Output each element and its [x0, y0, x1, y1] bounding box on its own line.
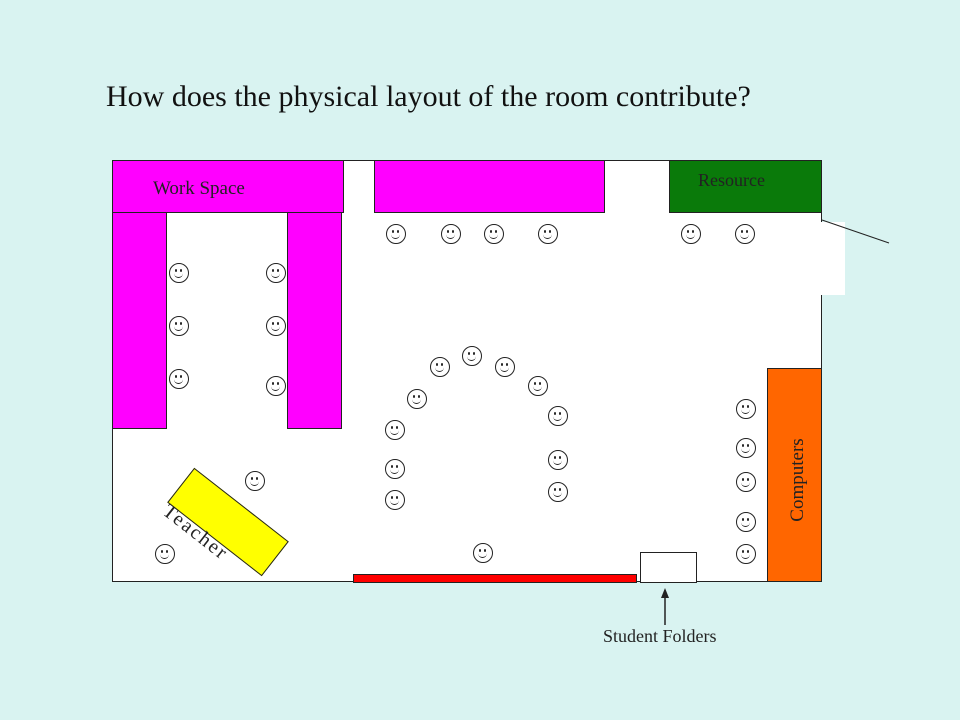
- smiley-face-icon: [548, 450, 568, 470]
- smiley-face-icon: [548, 406, 568, 426]
- smiley-face-icon: [407, 389, 427, 409]
- smiley-face-icon: [495, 357, 515, 377]
- door-opening: [821, 222, 845, 295]
- smiley-face-icon: [441, 224, 461, 244]
- smiley-face-icon: [473, 543, 493, 563]
- smiley-face-icon: [169, 369, 189, 389]
- computers-label: Computers: [787, 438, 808, 522]
- smiley-face-icon: [548, 482, 568, 502]
- computers-area: [767, 368, 822, 582]
- smiley-face-icon: [430, 357, 450, 377]
- smiley-face-icon: [245, 471, 265, 491]
- work-space-right-leg: [287, 212, 342, 429]
- smiley-face-icon: [169, 316, 189, 336]
- smiley-face-icon: [169, 263, 189, 283]
- red-table: [353, 574, 637, 583]
- smiley-face-icon: [385, 459, 405, 479]
- work-space-label: Work Space: [153, 178, 245, 199]
- page-title: How does the physical layout of the room…: [106, 80, 751, 113]
- smiley-face-icon: [385, 420, 405, 440]
- smiley-face-icon: [736, 472, 756, 492]
- smiley-face-icon: [266, 263, 286, 283]
- smiley-face-icon: [266, 376, 286, 396]
- resource-label: Resource: [698, 170, 765, 190]
- smiley-face-icon: [266, 316, 286, 336]
- top-center-table: [374, 160, 605, 213]
- student-folders-label: Student Folders: [603, 626, 717, 646]
- resource-area: [669, 160, 822, 213]
- smiley-face-icon: [462, 346, 482, 366]
- work-space-bar: [112, 160, 344, 213]
- smiley-face-icon: [736, 512, 756, 532]
- smiley-face-icon: [736, 544, 756, 564]
- smiley-face-icon: [736, 438, 756, 458]
- smiley-face-icon: [735, 224, 755, 244]
- smiley-face-icon: [155, 544, 175, 564]
- arrow-head: [661, 588, 669, 598]
- smiley-face-icon: [484, 224, 504, 244]
- work-space-left-leg: [112, 212, 167, 429]
- smiley-face-icon: [528, 376, 548, 396]
- smiley-face-icon: [538, 224, 558, 244]
- smiley-face-icon: [681, 224, 701, 244]
- smiley-face-icon: [736, 399, 756, 419]
- student-folders-box: [640, 552, 697, 583]
- smiley-face-icon: [386, 224, 406, 244]
- smiley-face-icon: [385, 490, 405, 510]
